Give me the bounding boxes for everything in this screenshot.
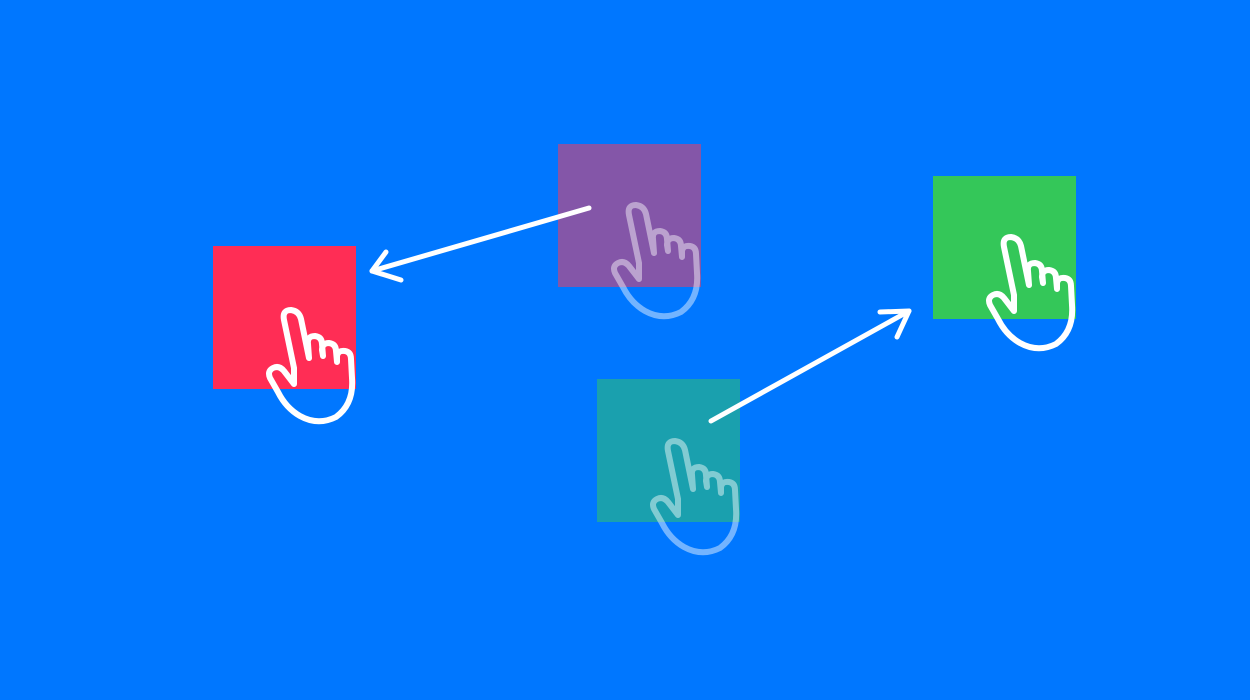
arrow-teal-to-green (708, 308, 912, 424)
hand-pointer-icon (607, 201, 717, 331)
arrow-purple-to-red (369, 205, 592, 283)
hand-pointer-icon (262, 306, 372, 436)
hand-pointer-icon (982, 233, 1092, 363)
hand-pointer-icon (646, 437, 756, 567)
